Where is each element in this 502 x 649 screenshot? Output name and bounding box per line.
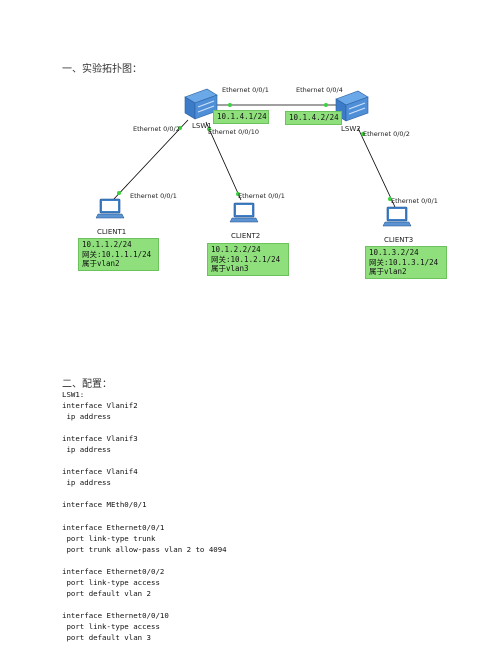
port-label-lsw1-e0010: Ethernet 0/0/10 <box>208 128 259 136</box>
config-line <box>62 422 227 433</box>
config-line <box>62 488 227 499</box>
port-label-client2: Ethernet 0/0/1 <box>238 192 285 200</box>
config-line: ip address <box>62 412 111 422</box>
lsw1-link-ip-tag: 10.1.4.1/24 <box>213 110 269 124</box>
topology-diagram: Ethernet 0/0/1 Ethernet 0/0/4 Ethernet 0… <box>95 86 438 244</box>
config-line: interface Vlanif4 <box>62 467 138 477</box>
config-line: interface Vlanif2 <box>62 401 138 411</box>
section-heading-config: 二、配置： <box>62 379 112 390</box>
client1-vlan: 属于vlan2 <box>82 259 120 268</box>
client1-laptop-icon <box>95 198 125 219</box>
config-line: port link-type access <box>62 621 160 631</box>
lsw2-link-ip: 10.1.4.2/24 <box>289 113 339 122</box>
config-listing: LSW1: interface Vlanif2 ip address inter… <box>62 389 227 643</box>
client1-ip: 10.1.1.2/24 <box>82 240 132 249</box>
port-dot <box>228 103 232 107</box>
port-label-client3: Ethernet 0/0/1 <box>391 197 438 205</box>
config-line: ip address <box>62 478 111 488</box>
config-line <box>62 455 227 466</box>
port-dot <box>117 191 121 195</box>
device-label-lsw2: LSW2 <box>341 125 361 133</box>
config-line: interface Vlanif3 <box>62 434 138 444</box>
link-lsw1-client1 <box>112 119 189 201</box>
port-label-lsw2-e002: Ethernet 0/0/2 <box>363 130 410 138</box>
link-lsw2-client3 <box>357 127 396 208</box>
device-label-lsw1: LSW1 <box>192 122 212 130</box>
client3-info-tag: 10.1.3.2/24 网关:10.1.3.1/24 属于vlan2 <box>365 246 447 279</box>
client1-gateway: 网关:10.1.1.1/24 <box>82 249 152 259</box>
config-line: port default vlan 3 <box>62 633 151 643</box>
port-dot <box>361 132 365 136</box>
config-line: port trunk allow-pass vlan 2 to 4094 <box>62 544 227 554</box>
client2-vlan: 属于vlan3 <box>211 264 249 273</box>
client3-gateway: 网关:10.1.3.1/24 <box>369 257 439 267</box>
config-line: interface MEth0/0/1 <box>62 500 147 510</box>
config-line: ip address <box>62 445 111 455</box>
client2-gateway: 网关:10.1.2.1/24 <box>211 254 281 264</box>
client3-vlan: 属于vlan2 <box>369 267 407 276</box>
section-heading-topology: 一、实验拓扑图： <box>62 64 142 75</box>
client2-laptop-icon <box>229 202 259 223</box>
lsw2-link-ip-tag: 10.1.4.2/24 <box>285 111 342 125</box>
port-dot <box>207 127 211 131</box>
port-dot <box>178 126 182 130</box>
config-line: interface Ethernet0/0/10 <box>62 610 169 620</box>
device-label-client3: CLIENT3 <box>384 236 413 244</box>
config-line <box>62 599 227 610</box>
config-line <box>62 511 227 522</box>
client3-ip: 10.1.3.2/24 <box>369 248 419 257</box>
config-line: interface Ethernet0/0/1 <box>62 522 165 532</box>
lsw1-link-ip: 10.1.4.1/24 <box>217 112 267 121</box>
config-line: port link-type trunk <box>62 533 156 543</box>
client3-laptop-icon <box>382 206 412 227</box>
config-line: interface Ethernet0/0/2 <box>62 566 165 576</box>
config-line: port link-type access <box>62 577 160 587</box>
port-label-lsw2-e004: Ethernet 0/0/4 <box>296 86 343 94</box>
client2-ip: 10.1.2.2/24 <box>211 245 261 254</box>
client2-info-tag: 10.1.2.2/24 网关:10.1.2.1/24 属于vlan3 <box>207 243 289 276</box>
client1-info-tag: 10.1.1.2/24 网关:10.1.1.1/24 属于vlan2 <box>78 238 159 271</box>
port-dot <box>236 192 240 196</box>
port-dot <box>324 103 328 107</box>
port-dot <box>388 197 392 201</box>
port-label-client1: Ethernet 0/0/1 <box>130 192 177 200</box>
config-line: LSW1: <box>62 390 85 399</box>
config-line: port default vlan 2 <box>62 588 151 598</box>
port-label-lsw1-e001: Ethernet 0/0/1 <box>222 86 269 94</box>
link-lsw1-client2 <box>205 121 242 201</box>
device-label-client1: CLIENT1 <box>97 228 126 236</box>
port-label-lsw1-e002: Ethernet 0/0/2 <box>133 125 180 133</box>
device-label-client2: CLIENT2 <box>231 232 260 240</box>
config-line <box>62 555 227 566</box>
